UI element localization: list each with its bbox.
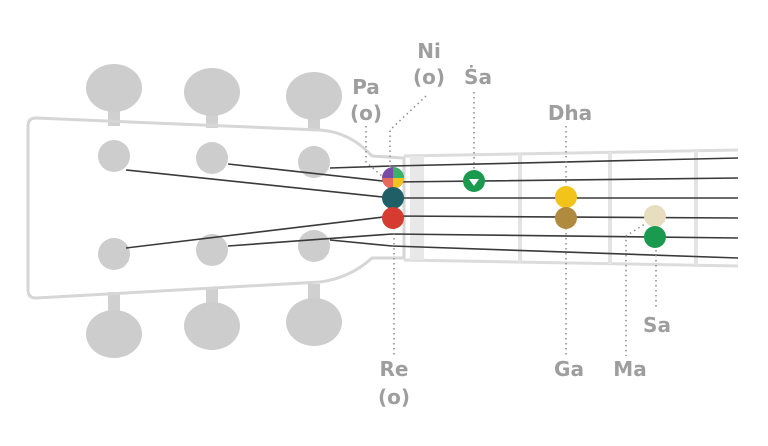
pa-ni-dot[interactable] bbox=[382, 167, 404, 189]
sa-lower-dot[interactable] bbox=[644, 226, 666, 248]
nut bbox=[410, 156, 424, 260]
string-6 bbox=[329, 239, 739, 259]
neck bbox=[403, 148, 739, 268]
label-pa: Pa bbox=[352, 75, 380, 99]
dha-dot[interactable] bbox=[555, 186, 577, 208]
label-pa-open: (o) bbox=[350, 101, 382, 125]
tuning-pegs-top bbox=[86, 64, 342, 130]
tuning-pegs-bottom bbox=[86, 284, 342, 358]
ga-dot[interactable] bbox=[555, 207, 577, 229]
label-sa-lower: Sa bbox=[643, 313, 671, 337]
string-1 bbox=[329, 157, 739, 169]
fret-3 bbox=[694, 151, 698, 265]
ma-dot[interactable] bbox=[644, 205, 666, 227]
label-sa-upper: Ṡa bbox=[464, 65, 492, 89]
ni-dot[interactable] bbox=[382, 187, 404, 209]
note-labels: Pa (o) Ni (o) Ṡa Dha Re (o) Ga Ma Sa bbox=[350, 39, 671, 409]
label-ni-open: (o) bbox=[413, 65, 445, 89]
string-3 bbox=[125, 169, 738, 199]
re-dot[interactable] bbox=[382, 207, 404, 229]
string-posts bbox=[98, 140, 330, 270]
tuning-peg-4[interactable] bbox=[86, 310, 142, 358]
sa-upper-dot[interactable] bbox=[463, 170, 485, 192]
tuning-peg-1[interactable] bbox=[86, 64, 142, 112]
label-dha: Dha bbox=[548, 101, 592, 125]
label-ga: Ga bbox=[554, 357, 584, 381]
headstock-outline bbox=[26, 116, 406, 300]
label-re: Re bbox=[380, 357, 409, 381]
tuning-peg-2[interactable] bbox=[184, 68, 240, 116]
label-ma: Ma bbox=[613, 357, 646, 381]
tuning-peg-6[interactable] bbox=[286, 298, 342, 346]
fret-1 bbox=[518, 154, 522, 262]
note-dots bbox=[382, 167, 666, 248]
tuning-peg-3[interactable] bbox=[286, 72, 342, 120]
label-ni: Ni bbox=[417, 39, 441, 63]
fret-2 bbox=[608, 152, 612, 264]
label-re-open: (o) bbox=[378, 385, 410, 409]
tuning-peg-5[interactable] bbox=[184, 302, 240, 350]
string-5 bbox=[227, 233, 739, 247]
leader-lines bbox=[365, 92, 657, 356]
